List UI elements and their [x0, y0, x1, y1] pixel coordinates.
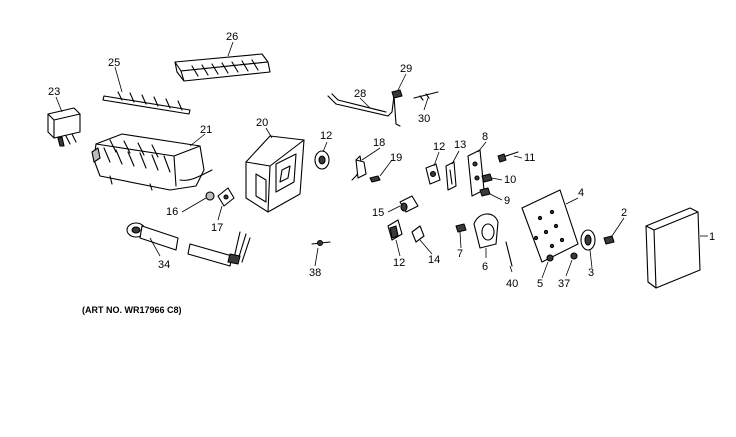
part-13-thermostat — [445, 161, 457, 191]
callout-12-upper-right: 12 — [433, 141, 445, 153]
callout-3: 3 — [588, 267, 594, 279]
part-3-gear — [580, 229, 596, 251]
part-12c-cam — [387, 219, 403, 241]
leader-lines — [55, 41, 708, 279]
callout-20: 20 — [256, 117, 268, 129]
callout-10: 10 — [504, 174, 516, 186]
part-10-screw — [481, 173, 493, 183]
part-30-screw — [413, 91, 439, 101]
part-harness — [187, 231, 251, 267]
callout-40: 40 — [506, 278, 518, 290]
part-34-fill-cup — [126, 222, 179, 251]
part-1-cover — [645, 207, 701, 289]
part-20-housing — [245, 135, 305, 213]
part-12a-cam — [314, 150, 330, 170]
callout-29: 29 — [400, 63, 412, 75]
part-21-ice-mold — [91, 133, 213, 191]
callout-labels: 26 25 23 21 20 29 28 30 12 18 19 12 13 8… — [48, 31, 715, 290]
part-38-clip — [311, 239, 331, 247]
part-4-plate — [521, 189, 579, 263]
callout-5: 5 — [537, 278, 543, 290]
part-7-screw — [455, 223, 467, 233]
part-16-connector — [205, 191, 215, 201]
part-9-screw — [479, 187, 491, 197]
callout-38: 38 — [309, 267, 321, 279]
part-11-screw — [497, 151, 519, 163]
part-18-lever — [351, 155, 367, 181]
callout-37: 37 — [558, 278, 570, 290]
callout-12-upper-left: 12 — [320, 130, 332, 142]
callout-2: 2 — [621, 207, 627, 219]
callout-18: 18 — [373, 137, 385, 149]
part-12b-clip — [425, 163, 441, 185]
part-14-lever — [411, 225, 425, 243]
callout-7: 7 — [457, 248, 463, 260]
callout-9: 9 — [504, 195, 510, 207]
part-40-rod — [505, 241, 513, 267]
callout-34: 34 — [158, 259, 170, 271]
callout-11: 11 — [524, 152, 535, 164]
callout-14: 14 — [428, 254, 440, 266]
callout-8: 8 — [482, 131, 488, 143]
callout-21: 21 — [200, 124, 212, 136]
part-6-gear — [473, 213, 499, 249]
callout-16: 16 — [166, 206, 178, 218]
callout-17: 17 — [211, 222, 223, 234]
part-23-motor — [47, 107, 81, 147]
part-15-plug — [399, 195, 419, 213]
callout-25: 25 — [108, 57, 120, 69]
callout-19: 19 — [390, 152, 402, 164]
callout-6: 6 — [482, 261, 488, 273]
part-17-bracket — [217, 187, 235, 207]
callout-13: 13 — [454, 139, 466, 151]
part-25-ejector-rail — [102, 91, 191, 115]
part-19-screw — [369, 175, 381, 183]
callout-1: 1 — [709, 231, 715, 243]
callout-15: 15 — [372, 207, 384, 219]
callout-4: 4 — [578, 187, 584, 199]
callout-28: 28 — [354, 88, 366, 100]
art-number-caption: (ART NO. WR17966 C8) — [82, 305, 182, 315]
part-26-ejector-cover — [174, 53, 271, 82]
part-29-clip — [391, 89, 403, 99]
part-2-screw — [603, 235, 615, 245]
callout-23: 23 — [48, 86, 60, 98]
callout-30: 30 — [418, 113, 430, 125]
part-37-screw — [570, 252, 578, 260]
callout-12-lower: 12 — [393, 257, 405, 269]
callout-26: 26 — [226, 31, 238, 43]
part-5-screw — [546, 254, 554, 262]
